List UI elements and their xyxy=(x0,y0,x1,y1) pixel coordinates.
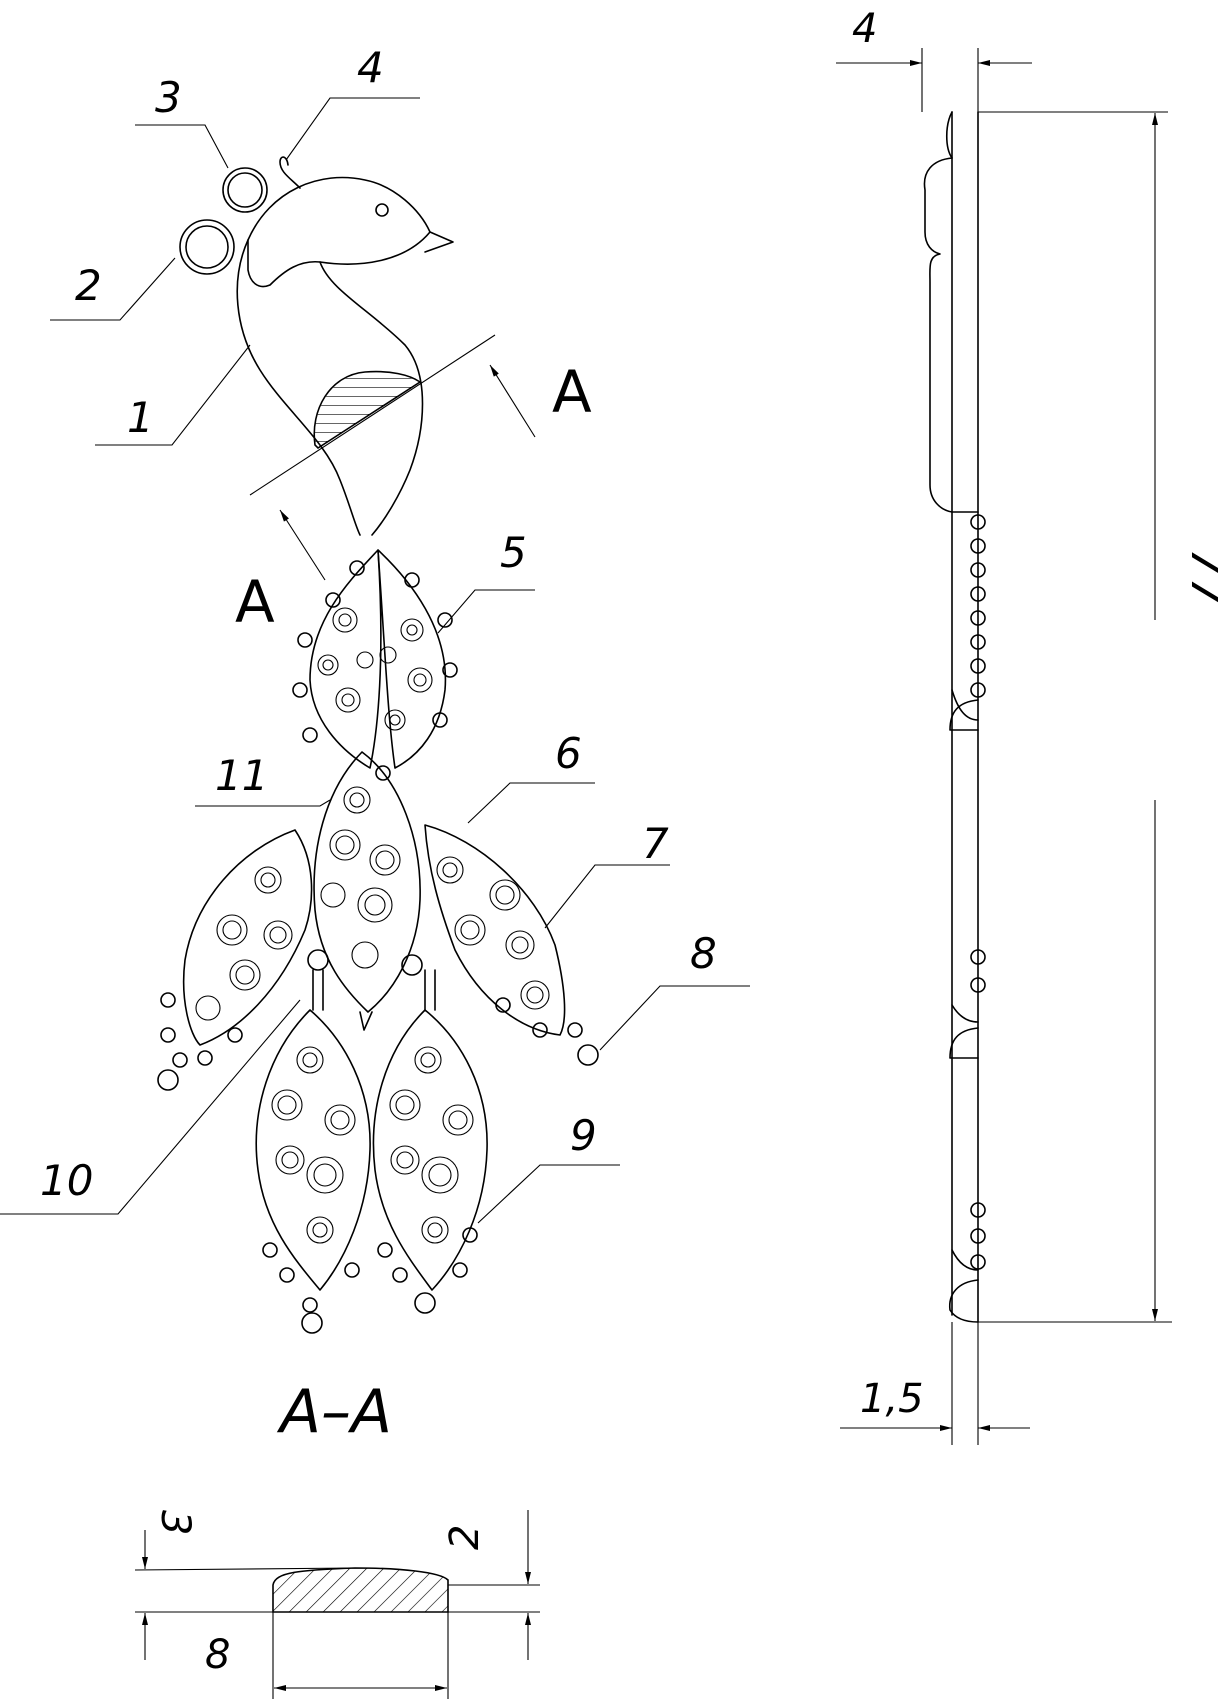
dim-section-width: 8 xyxy=(205,1632,230,1678)
bird-eye xyxy=(375,203,389,217)
section-line xyxy=(249,334,496,496)
dim-bottom-thickness: 1,5 xyxy=(860,1376,924,1422)
dim-top-thickness: 4 xyxy=(852,6,877,52)
bird-head xyxy=(247,176,431,288)
leaf-group-bottom xyxy=(255,969,488,1334)
callout-5: 5 xyxy=(500,528,527,577)
neck-section-hatch xyxy=(313,370,422,450)
callout-4: 4 xyxy=(357,43,384,92)
leaf-group-center xyxy=(157,751,599,1091)
leaf-group-5 xyxy=(292,549,458,781)
side-view: 4 77 1,5 xyxy=(836,6,1218,1445)
section-arrow-bottom xyxy=(279,509,326,581)
callout-7: 7 xyxy=(642,819,669,868)
callout-2: 2 xyxy=(75,261,102,310)
dim-total-height: 77 xyxy=(1181,548,1218,607)
section-profile xyxy=(272,1567,449,1613)
ring-2-inner xyxy=(185,225,229,269)
callout-3: 3 xyxy=(155,73,182,122)
bird-beak xyxy=(424,231,454,253)
section-title: A–A xyxy=(276,1377,392,1447)
bird-neck-inner xyxy=(319,261,424,536)
ring-2 xyxy=(179,219,235,275)
section-arrow-top xyxy=(489,364,536,438)
hook-4 xyxy=(279,156,301,189)
callout-1: 1 xyxy=(127,393,154,442)
bird-neck xyxy=(236,239,361,536)
front-view: A A 1 2 3 4 5 6 7 8 9 10 11 xyxy=(0,43,750,1334)
dim-profile-height: 2 xyxy=(442,1525,488,1550)
section-view: A–A 3 2 8 xyxy=(134,1377,540,1699)
ring-3 xyxy=(222,167,268,213)
dim-section-height: 3 xyxy=(152,1510,198,1535)
ring-3-inner xyxy=(227,172,263,208)
side-view-bumps xyxy=(949,514,986,1323)
callout-11: 11 xyxy=(215,751,268,800)
callout-6: 6 xyxy=(555,729,582,778)
section-marker-bottom: A xyxy=(235,568,275,636)
leader-lines xyxy=(0,97,750,1224)
callout-10: 10 xyxy=(40,1156,93,1205)
section-marker-top: A xyxy=(552,358,592,426)
callout-8: 8 xyxy=(690,929,717,978)
callout-9: 9 xyxy=(570,1111,597,1160)
